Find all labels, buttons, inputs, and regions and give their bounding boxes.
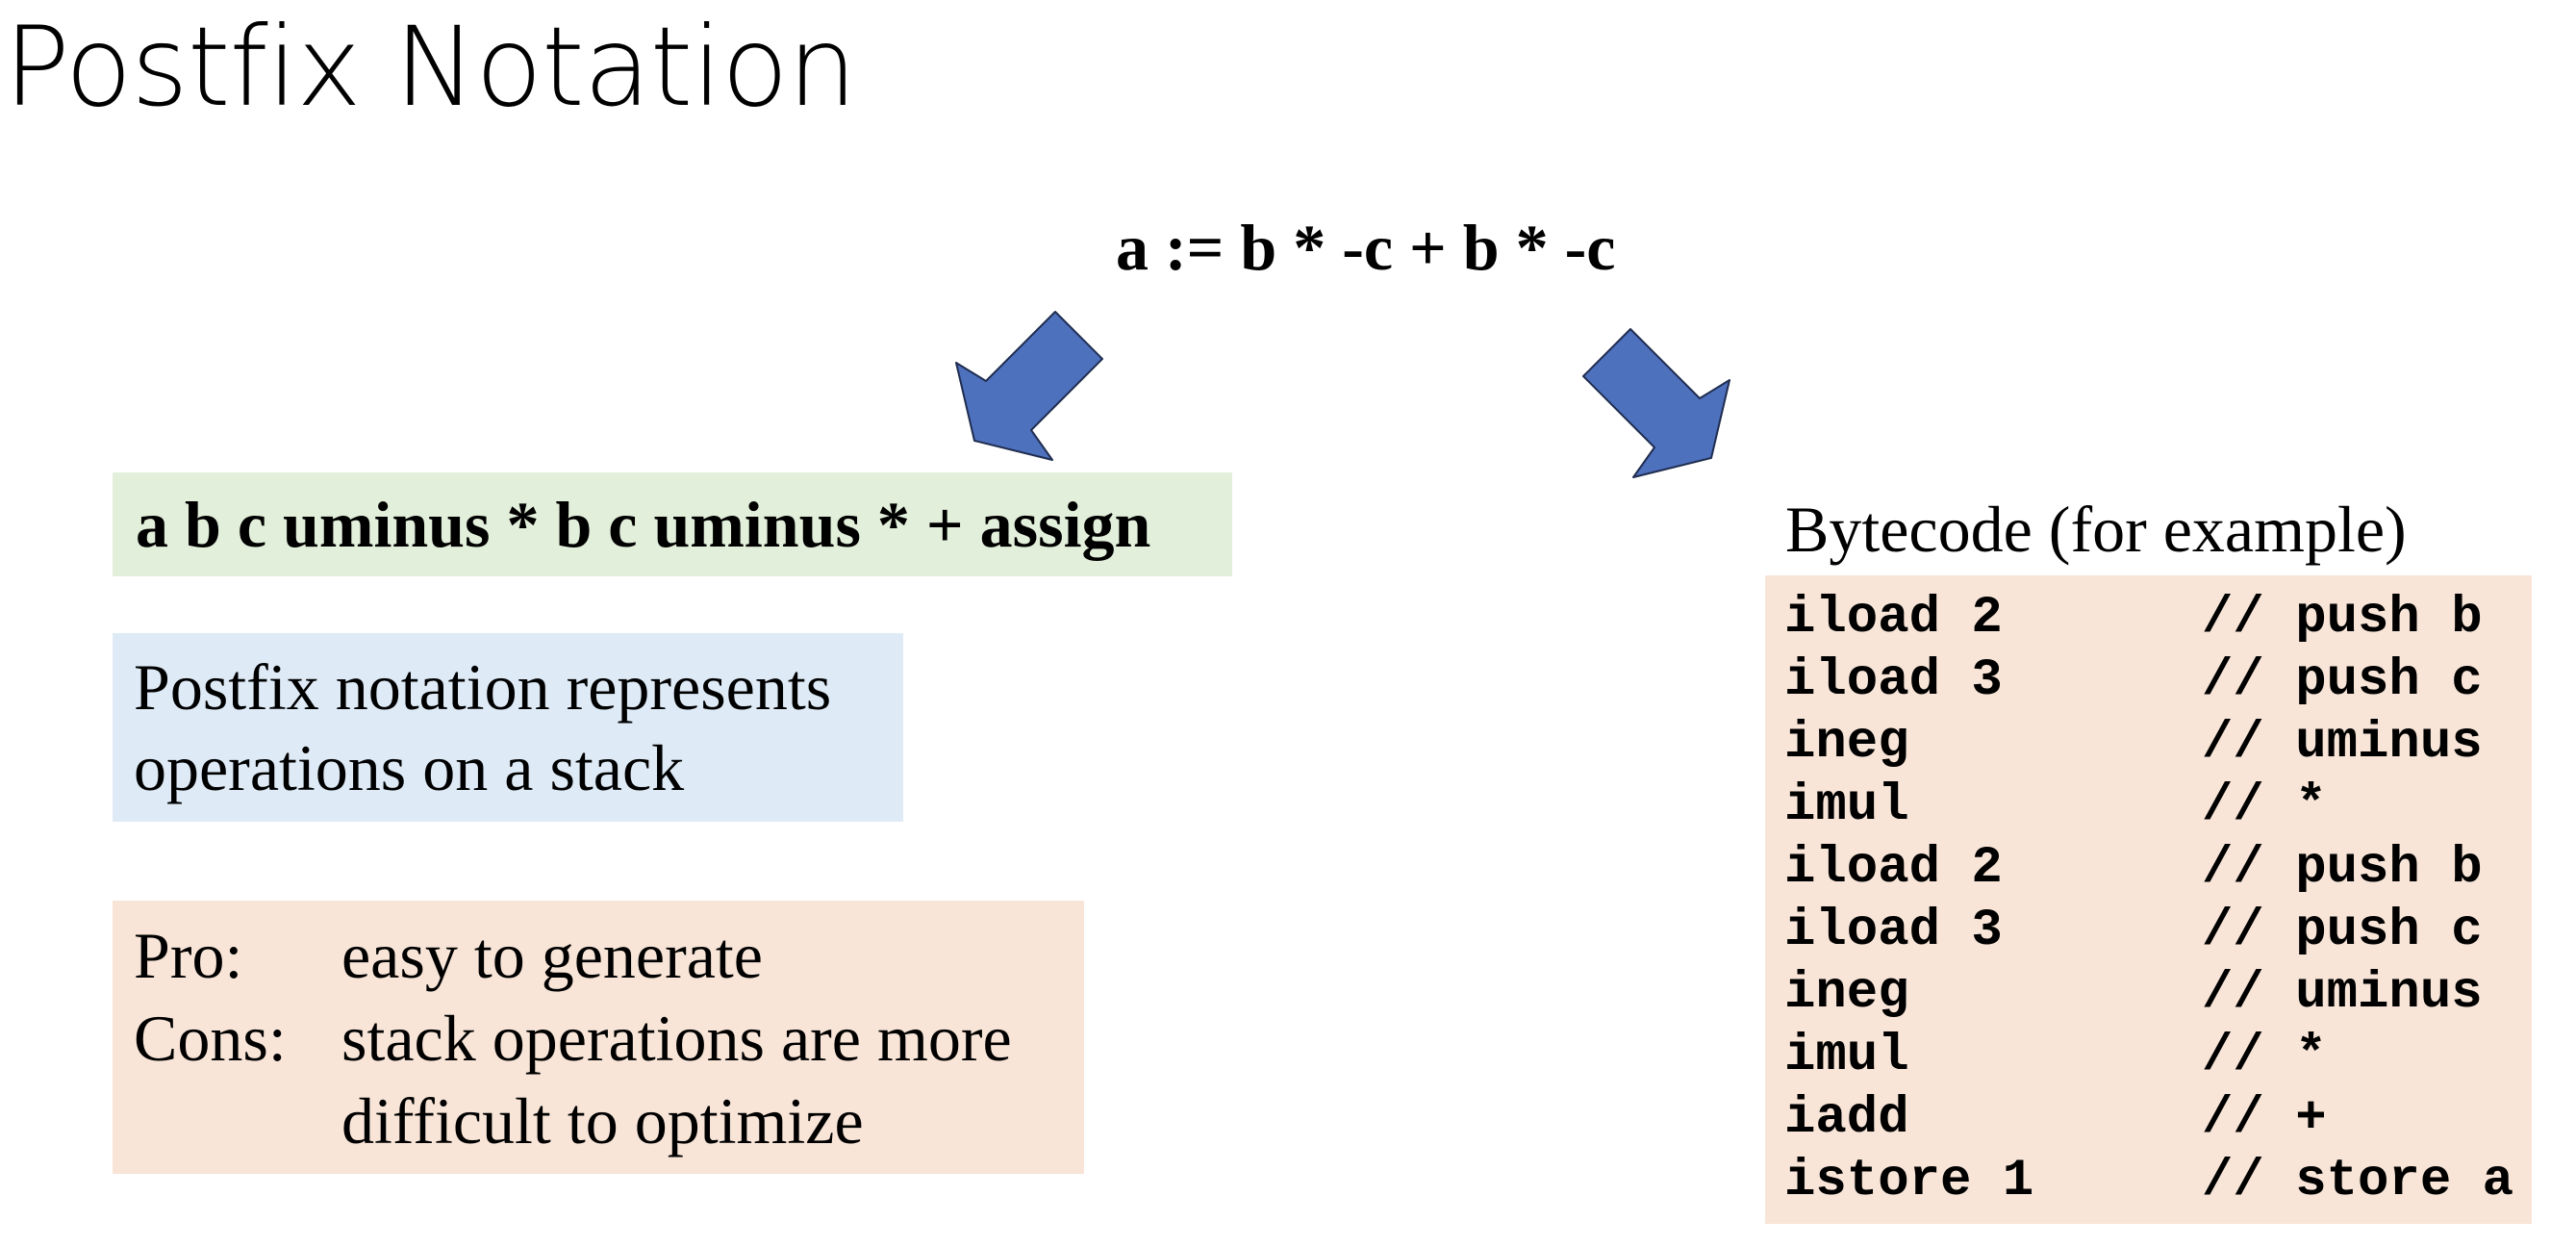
note-line: operations on a stack (134, 731, 685, 804)
bytecode-row: istore 1 // store a (1784, 1150, 2532, 1212)
bytecode-comment: // uminus (2202, 964, 2483, 1023)
bytecode-instruction: iload 3 (1784, 902, 2003, 960)
bytecode-row: iload 2 // push b (1784, 837, 2532, 900)
cons-label: Cons: (134, 1002, 287, 1075)
pro-label: Pro: (134, 919, 243, 992)
bytecode-comment: // + (2202, 1089, 2327, 1148)
bytecode-comment: // push b (2202, 589, 2483, 648)
cons-text: difficult to optimize (341, 1084, 864, 1158)
bytecode-instruction: iadd (1784, 1089, 1909, 1148)
bytecode-row: imul // * (1784, 775, 2532, 837)
bytecode-comment: // store a (2202, 1152, 2514, 1210)
bytecode-instruction: iload 2 (1784, 589, 2003, 648)
postfix-note: Postfix notation represents operations o… (113, 633, 903, 822)
bytecode-comment: // push c (2202, 651, 2483, 710)
bytecode-comment: // * (2202, 776, 2327, 835)
bytecode-heading: Bytecode (for example) (1785, 493, 2407, 566)
cons-text: stack operations are more (341, 1002, 1012, 1075)
bytecode-row: iload 3 // push c (1784, 900, 2532, 962)
bytecode-row: imul // * (1784, 1025, 2532, 1087)
bytecode-row: ineg // uminus (1784, 712, 2532, 775)
bytecode-instruction: ineg (1784, 964, 1909, 1023)
postfix-expression: a b c uminus * b c uminus * + assign (113, 472, 1232, 576)
pro-text: easy to generate (341, 919, 763, 992)
source-expression: a := b * -c + b * -c (1116, 211, 1616, 284)
bytecode-row: iload 3 // push c (1784, 649, 2532, 712)
pros-cons-box: Pro: easy to generate Cons: stack operat… (113, 901, 1084, 1174)
bytecode-listing: iload 2 // push b iload 3 // push c ineg //… (1765, 575, 2532, 1224)
slide-title: Postfix Notation (4, 3, 857, 131)
bytecode-comment: // push b (2202, 839, 2483, 898)
bytecode-instruction: imul (1784, 1027, 1909, 1085)
bytecode-comment: // uminus (2202, 714, 2483, 773)
bytecode-row: ineg // uminus (1784, 962, 2532, 1025)
bytecode-instruction: imul (1784, 776, 1909, 835)
bytecode-comment: // * (2202, 1027, 2327, 1085)
bytecode-instruction: ineg (1784, 714, 1909, 773)
bytecode-instruction: iload 3 (1784, 651, 2003, 710)
bytecode-row: iload 2 // push b (1784, 587, 2532, 649)
bytecode-instruction: istore 1 (1784, 1152, 2034, 1210)
bytecode-row: iadd // + (1784, 1087, 2532, 1150)
note-line: Postfix notation represents (134, 650, 832, 724)
bytecode-instruction: iload 2 (1784, 839, 2003, 898)
bytecode-comment: // push c (2202, 902, 2483, 960)
